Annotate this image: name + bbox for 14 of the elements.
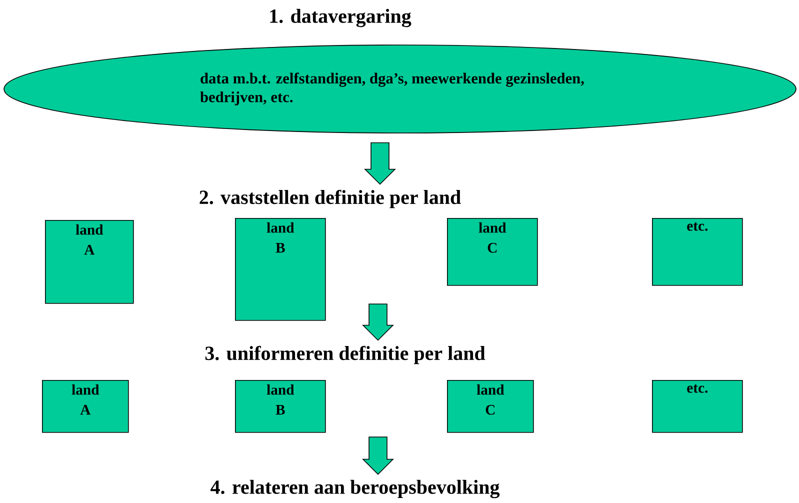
country-box: etc. xyxy=(652,218,743,286)
country-box: land C xyxy=(447,380,534,433)
country-box: land B xyxy=(235,218,326,321)
country-box: etc. xyxy=(652,380,743,433)
country-box: land A xyxy=(45,220,134,304)
block-arrow xyxy=(364,142,396,185)
country-box: land C xyxy=(447,218,538,286)
block-arrow xyxy=(362,304,394,341)
step-heading: 4. relateren aan beroepsbevolking xyxy=(210,480,500,498)
block-arrow xyxy=(362,436,394,475)
country-box: land A xyxy=(42,380,129,433)
step-heading: 3. uniformeren definitie per land xyxy=(205,346,486,364)
step-heading: 2. vaststellen definitie per land xyxy=(200,190,461,208)
country-box: land B xyxy=(235,380,326,433)
